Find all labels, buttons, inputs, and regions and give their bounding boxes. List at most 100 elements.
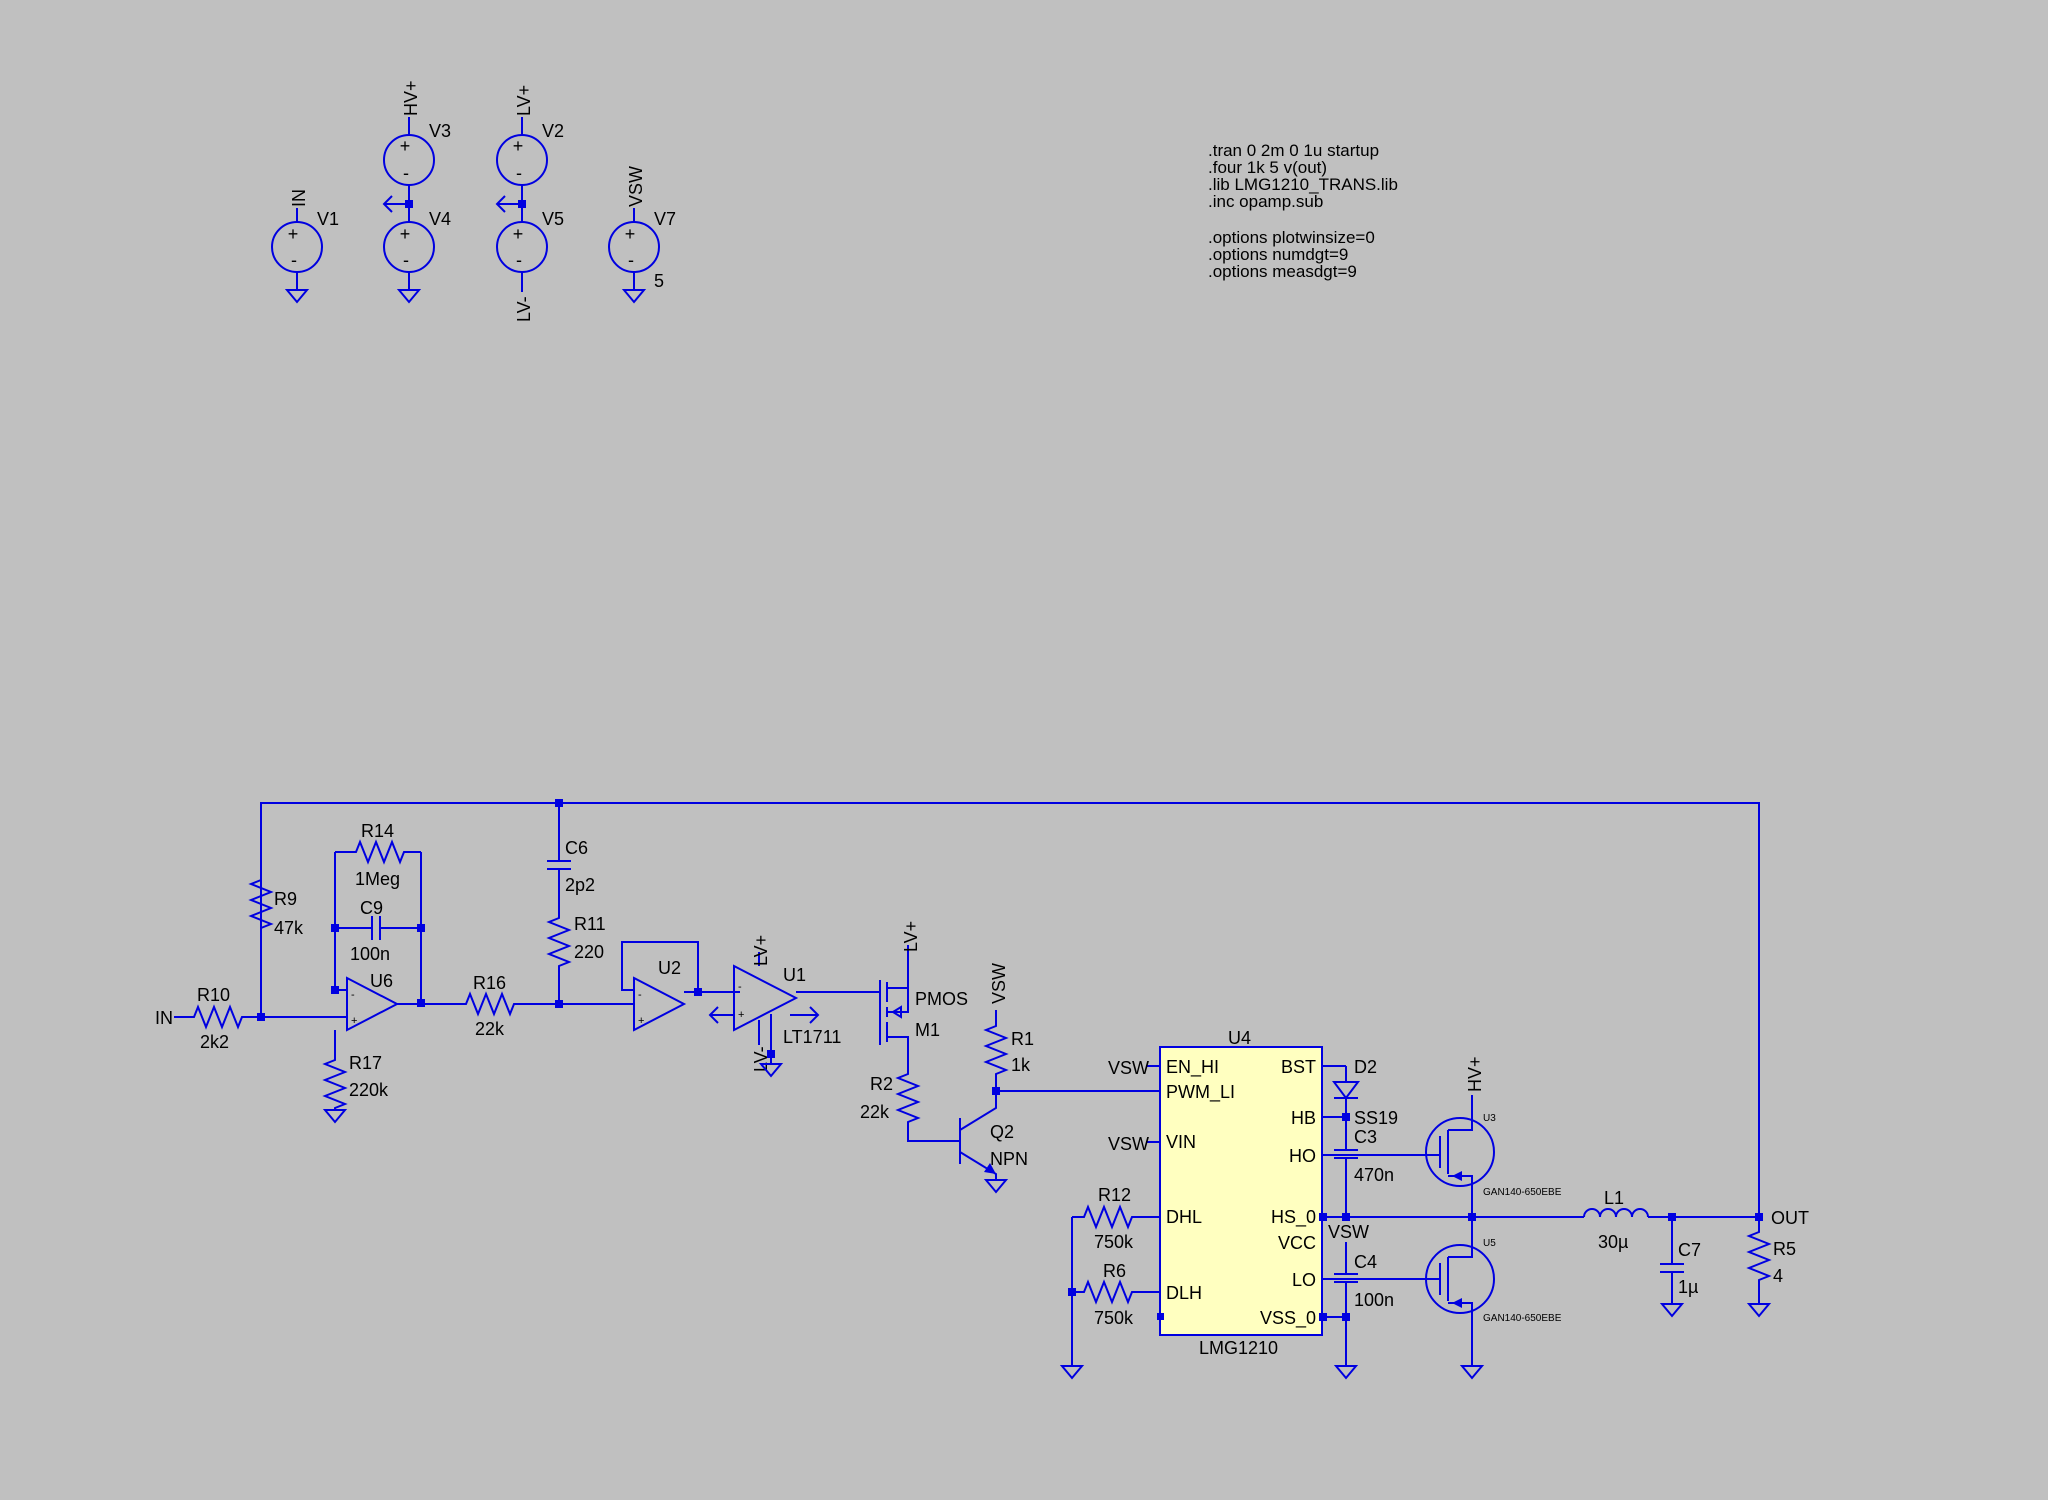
- gan-transistor-u5[interactable]: U5 GAN140-650EBE: [1425, 1217, 1562, 1380]
- u5-model: GAN140-650EBE: [1483, 1313, 1562, 1324]
- resistor-r10[interactable]: R10 2k2: [174, 985, 261, 1052]
- plus-sign: +: [400, 136, 411, 156]
- pin-vss: VSS_0: [1260, 1308, 1316, 1329]
- capacitor-c3[interactable]: C3 470n: [1334, 1117, 1394, 1217]
- net-label-hv-plus: HV+: [401, 80, 421, 116]
- capacitor-c7[interactable]: C7 1µ: [1659, 1217, 1701, 1318]
- plus-sign: +: [513, 136, 524, 156]
- resistor-r5[interactable]: R5 4: [1746, 1217, 1796, 1318]
- l1-name: L1: [1604, 1188, 1624, 1208]
- transistor-q2[interactable]: Q2 NPN: [959, 1092, 1028, 1194]
- minus-sign: -: [403, 250, 409, 270]
- net-label-vsw: VSW: [1108, 1058, 1149, 1078]
- resistor-r1[interactable]: VSW R1 1k: [983, 963, 1034, 1092]
- r17-name: R17: [349, 1053, 382, 1073]
- r11-value: 220: [574, 942, 604, 962]
- directive-line: .options measdgt=9: [1208, 262, 1357, 281]
- resistor-r9[interactable]: R9 47k: [248, 868, 304, 940]
- pin-hb: HB: [1291, 1108, 1316, 1128]
- minus-pin: -: [351, 989, 355, 1001]
- minus-sign: -: [403, 163, 409, 183]
- net-label-vsw: VSW: [1328, 1222, 1369, 1242]
- m1-name: M1: [915, 1020, 940, 1040]
- directive-line: .inc opamp.sub: [1208, 192, 1323, 211]
- plus-pin: +: [638, 1015, 644, 1027]
- c6-name: C6: [565, 838, 588, 858]
- comparator-u1[interactable]: - + U1 LT1711 LV+ LV-: [708, 935, 841, 1078]
- voltage-source-v1[interactable]: + - V1 IN: [271, 189, 339, 304]
- resistor-r17[interactable]: R17 220k: [322, 1030, 389, 1124]
- l1-value: 30µ: [1598, 1232, 1628, 1252]
- directive-line: .tran 0 2m 0 1u startup: [1208, 141, 1379, 160]
- r14-name: R14: [361, 821, 394, 841]
- r17-value: 220k: [349, 1080, 389, 1100]
- u6-label: U6: [370, 971, 393, 991]
- voltage-source-v3[interactable]: + - V3 HV+: [382, 80, 451, 222]
- c7-name: C7: [1678, 1240, 1701, 1260]
- q2-model: NPN: [990, 1149, 1028, 1169]
- c6-value: 2p2: [565, 875, 595, 895]
- r6-name: R6: [1103, 1261, 1126, 1281]
- voltage-source-v5[interactable]: + - V5 LV-: [496, 209, 564, 322]
- resistor-r6[interactable]: R6 750k: [1072, 1261, 1160, 1328]
- u4-name: U4: [1228, 1028, 1251, 1048]
- u5-name: U5: [1483, 1238, 1496, 1249]
- net-label-hv-plus: HV+: [1465, 1056, 1485, 1092]
- gan-transistor-u3[interactable]: HV+ U3 GAN140-650EBE: [1425, 1056, 1562, 1217]
- r5-name: R5: [1773, 1239, 1796, 1259]
- net-label-vsw: VSW: [989, 963, 1009, 1004]
- plus-sign: +: [625, 224, 636, 244]
- minus-pin: -: [638, 989, 642, 1001]
- opamp-u2[interactable]: - + U2: [633, 958, 687, 1032]
- c3-name: C3: [1354, 1127, 1377, 1147]
- capacitor-c9[interactable]: C9 100n: [335, 898, 421, 964]
- pin-en-hi: EN_HI: [1166, 1057, 1219, 1078]
- v3-label: V3: [429, 121, 451, 141]
- v7-value: 5: [654, 271, 664, 291]
- net-label-lv-plus: LV+: [751, 935, 771, 966]
- r1-value: 1k: [1011, 1055, 1031, 1075]
- mosfet-m1[interactable]: LV+ PMOS M1: [796, 921, 968, 1062]
- q2-name: Q2: [990, 1122, 1014, 1142]
- r11-name: R11: [574, 914, 606, 934]
- net-label-in: IN: [289, 189, 309, 207]
- r9-name: R9: [274, 889, 297, 909]
- pin-vcc: VCC: [1278, 1233, 1316, 1253]
- voltage-source-v2[interactable]: + - V2 LV+: [495, 85, 564, 222]
- diode-d2[interactable]: D2 SS19: [1332, 1057, 1398, 1128]
- m1-model: PMOS: [915, 989, 968, 1009]
- minus-sign: -: [516, 250, 522, 270]
- net-label-out: OUT: [1771, 1208, 1809, 1228]
- u2-label: U2: [658, 958, 681, 978]
- r10-name: R10: [197, 985, 230, 1005]
- d2-name: D2: [1354, 1057, 1377, 1077]
- resistor-r16[interactable]: R16 22k: [421, 973, 559, 1039]
- spice-directives[interactable]: .tran 0 2m 0 1u startup .four 1k 5 v(out…: [1208, 141, 1398, 281]
- u1-part: LT1711: [783, 1027, 841, 1047]
- r6-value: 750k: [1094, 1308, 1134, 1328]
- net-label-lv-minus: LV-: [514, 296, 534, 322]
- r12-value: 750k: [1094, 1232, 1134, 1252]
- resistor-r14[interactable]: R14 1Meg: [335, 821, 421, 889]
- directive-line: .lib LMG1210_TRANS.lib: [1208, 175, 1398, 194]
- voltage-source-v4[interactable]: + - V4: [383, 209, 451, 304]
- pin-vin: VIN: [1166, 1132, 1196, 1152]
- capacitor-c6[interactable]: C6 2p2: [547, 803, 595, 910]
- resistor-r2[interactable]: R2 22k: [860, 1062, 960, 1142]
- gate-driver-u4[interactable]: U4 LMG1210 EN_HI PWM_LI VIN DHL DLH BST …: [1157, 1028, 1323, 1358]
- r9-value: 47k: [274, 918, 304, 938]
- capacitor-c4[interactable]: VSW C4 100n: [1328, 1222, 1394, 1317]
- opamp-u6[interactable]: - + U6: [346, 971, 400, 1032]
- minus-sign: -: [291, 250, 297, 270]
- inductor-l1[interactable]: L1 30µ: [1472, 1188, 1759, 1252]
- resistor-r12[interactable]: R12 750k: [1072, 1185, 1160, 1252]
- resistor-r11[interactable]: R11 220: [546, 910, 606, 1004]
- r14-value: 1Meg: [355, 869, 400, 889]
- u3-name: U3: [1483, 1113, 1496, 1124]
- voltage-source-v7[interactable]: + - V7 5 VSW: [608, 166, 676, 304]
- net-label-lv-plus: LV+: [514, 85, 534, 116]
- pin-pwm-li: PWM_LI: [1166, 1082, 1235, 1103]
- v5-label: V5: [542, 209, 564, 229]
- c7-value: 1µ: [1678, 1277, 1698, 1297]
